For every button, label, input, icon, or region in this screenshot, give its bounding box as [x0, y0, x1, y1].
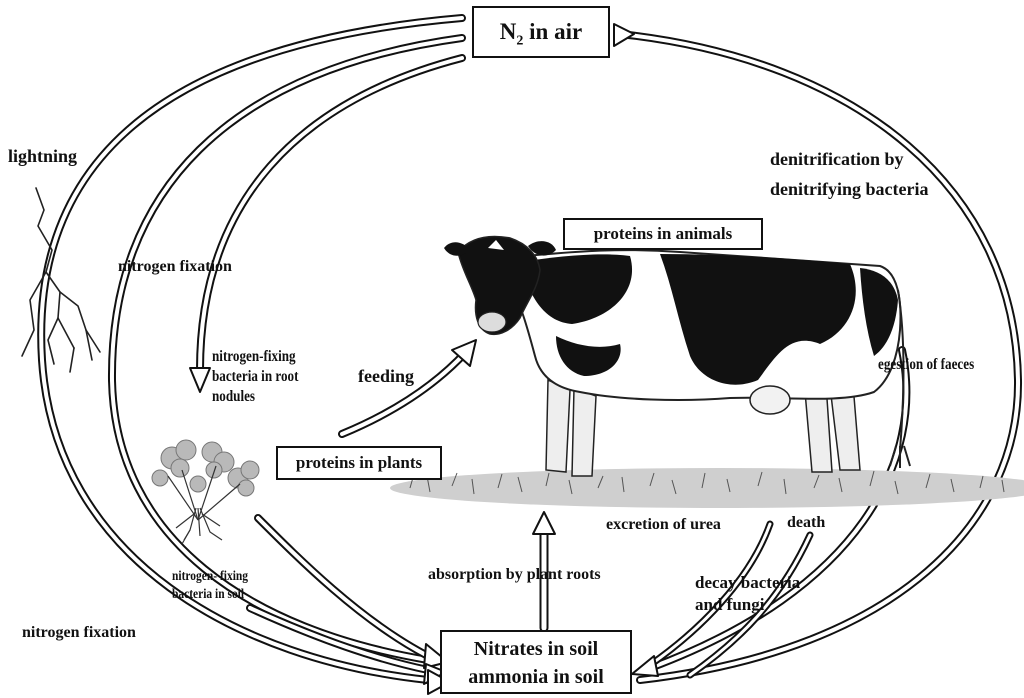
arrow-feeding — [342, 352, 466, 434]
proteins-in-plants-box: proteins in plants — [276, 446, 442, 480]
nitrates-label: Nitrates in soil — [442, 635, 630, 663]
cow-illustration — [444, 237, 910, 476]
nitrates-in-soil-box: Nitrates in soil ammonia in soil — [440, 630, 632, 694]
proteins-in-plants-label: proteins in plants — [296, 453, 422, 472]
excretion-label: excretion of urea — [606, 516, 721, 534]
soil-bacteria-line-1: nitrogen- fixing — [172, 568, 248, 586]
arrow-to-root-nodules — [200, 58, 462, 370]
arrowhead-absorption — [533, 512, 555, 534]
root-nodules-line-1: nitrogen-fixing — [212, 347, 298, 367]
arrowhead-root-nodules — [190, 368, 210, 392]
root-nodules-line-2: bacteria in root — [212, 367, 298, 387]
n2-symbol: N — [500, 19, 517, 44]
n2-suffix: in air — [523, 19, 582, 44]
proteins-in-animals-box: proteins in animals — [563, 218, 763, 250]
decay-label: decay bacteria and fungi — [695, 572, 800, 616]
arrowhead-decay — [632, 656, 658, 676]
egestion-label: egestion of faeces — [878, 356, 974, 374]
decay-line-2: and fungi — [695, 594, 800, 616]
root-nodules-label: nitrogen-fixing bacteria in root nodules — [212, 347, 298, 407]
denitrification-line-2: denitrifying bacteria — [770, 174, 928, 204]
nitrogen-fixation-label-bottom: nitrogen fixation — [22, 624, 136, 642]
soil-bacteria-line-2: bacteria in soil — [172, 586, 248, 604]
decay-line-1: decay bacteria — [695, 572, 800, 594]
nitrogen-fixation-label-top: nitrogen fixation — [118, 258, 232, 276]
death-label: death — [787, 514, 825, 532]
n2-in-air-box: N2 in air — [472, 6, 610, 58]
denitrification-label: denitrification by denitrifying bacteria — [770, 144, 928, 204]
soil-bacteria-label: nitrogen- fixing bacteria in soil — [172, 568, 248, 604]
denitrification-line-1: denitrification by — [770, 144, 928, 174]
ammonia-label: ammonia in soil — [442, 663, 630, 691]
proteins-in-animals-label: proteins in animals — [594, 224, 733, 243]
lightning-label: lightning — [8, 146, 77, 167]
grass-strip — [390, 468, 1024, 508]
arrow-plant-to-soil — [258, 518, 426, 655]
feeding-label: feeding — [358, 366, 414, 387]
arrowhead-n2 — [614, 24, 634, 46]
root-nodules-line-3: nodules — [212, 387, 298, 407]
absorption-label: absorption by plant roots — [428, 566, 601, 584]
